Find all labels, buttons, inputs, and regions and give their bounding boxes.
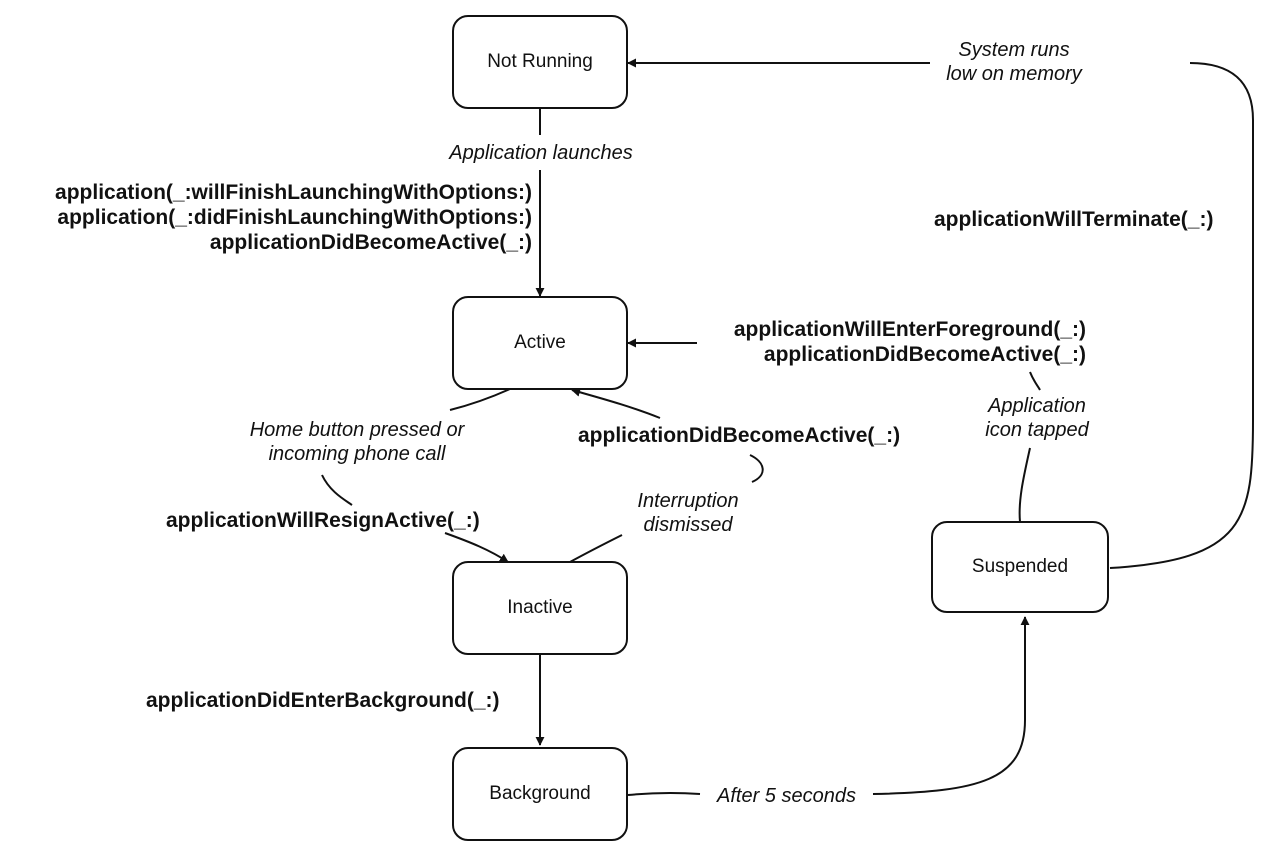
event-app-launches: Application launches <box>449 142 633 164</box>
event-home-pressed-line-2: incoming phone call <box>268 443 446 465</box>
callbacks-launch: application(_:willFinishLaunchingWithOpt… <box>4 180 532 256</box>
callback-foreground-did-become-active: applicationDidBecomeActive(_:) <box>763 343 1086 367</box>
event-icon-tapped-line-1: Application <box>988 395 1086 417</box>
event-interruption-line-1: Interruption <box>637 490 739 512</box>
state-inactive: Inactive <box>452 561 628 655</box>
event-interruption-dismissed: Interruption dismissed <box>600 489 776 537</box>
callback-did-finish-launching: application(_:didFinishLaunchingWithOpti… <box>57 206 532 230</box>
state-suspended: Suspended <box>931 521 1109 613</box>
arrow-become-active <box>569 534 623 563</box>
callback-will-resign-active: applicationWillResignActive(_:) <box>166 509 480 532</box>
callback-launch-did-become-active: applicationDidBecomeActive(_:) <box>209 231 532 255</box>
callback-will-enter-foreground: applicationWillEnterForeground(_:) <box>733 318 1086 341</box>
event-interruption-line-2: dismissed <box>643 514 733 536</box>
event-home-pressed: Home button pressed or incoming phone ca… <box>212 418 502 466</box>
event-after-5-seconds: After 5 seconds <box>717 785 856 807</box>
event-icon-tapped-line-2: icon tapped <box>985 419 1089 441</box>
callbacks-foreground: applicationWillEnterForeground(_:) appli… <box>690 317 1086 367</box>
event-icon-tapped: Application icon tapped <box>962 394 1112 442</box>
event-low-memory: System runs low on memory <box>920 38 1108 86</box>
callback-did-become-active: applicationDidBecomeActive(_:) <box>578 424 901 447</box>
callback-did-enter-background: applicationDidEnterBackground(_:) <box>146 689 500 712</box>
arrow-resign <box>449 388 511 411</box>
state-active: Active <box>452 296 628 390</box>
arrow-icon-tapped <box>1018 447 1031 523</box>
callback-will-terminate: applicationWillTerminate(_:) <box>934 208 1214 231</box>
event-home-pressed-line-1: Home button pressed or <box>249 419 465 441</box>
arrow-terminate <box>1109 62 1254 569</box>
state-background: Background <box>452 747 628 841</box>
event-low-memory-line-2: low on memory <box>946 63 1082 85</box>
event-low-memory-line-1: System runs <box>958 39 1070 61</box>
state-not-running: Not Running <box>452 15 628 109</box>
arrow-after-5s <box>627 792 701 796</box>
callback-will-finish-launching: application(_:willFinishLaunchingWithOpt… <box>55 181 532 204</box>
